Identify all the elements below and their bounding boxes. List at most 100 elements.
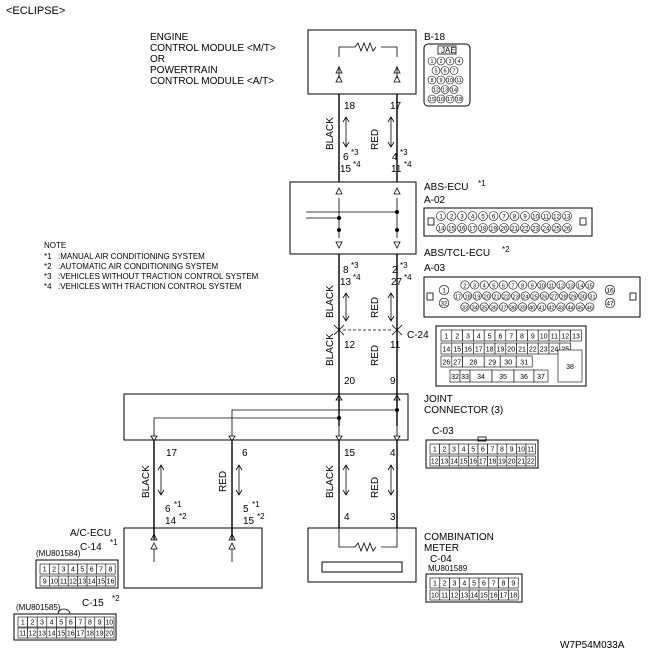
joint-pin-4: 4 (390, 448, 396, 459)
c04-r2-pin-10: 10 (431, 593, 439, 600)
c15-r1-pin-8: 8 (88, 620, 92, 627)
joint-node-1 (337, 416, 341, 420)
c14-label: C-14 (80, 542, 102, 553)
a03-r2-pin-circle-17 (453, 291, 463, 301)
ac-ecu-box (123, 527, 263, 589)
c15-r2-pin-17: 17 (77, 631, 85, 638)
a02-r2-pin-circle-15 (446, 223, 457, 233)
a03-r2-pin-circle-26 (539, 291, 549, 301)
c14-r1-pin-2: 2 (52, 567, 56, 574)
c24-r1-pin-2: 2 (455, 333, 459, 340)
c24-r2-pin-20: 20 (507, 346, 515, 353)
ecm-label-2: CONTROL MODULE <M/T> (150, 43, 276, 54)
c15-r1-pin-5: 5 (59, 620, 63, 627)
a02-label: A-02 (424, 195, 446, 206)
c03-label: C-03 (432, 426, 454, 437)
a03-r3-pin-circle-41 (537, 302, 547, 312)
c24-r4-pin-35: 35 (499, 374, 507, 381)
b18-r3-pin-circle-14 (449, 85, 459, 94)
c24-housing (435, 325, 587, 387)
ac-ecu-label: A/C-ECU (70, 528, 111, 539)
a03-r2-pin-28: 28 (560, 294, 566, 300)
wire-color-red-3: RED (370, 345, 381, 366)
c24-r2-pin-23: 23 (540, 346, 548, 353)
note-item-4-mark: *4 (44, 282, 52, 291)
a03-r1-pin-circle-7 (508, 280, 518, 290)
meter-label-1: COMBINATION (424, 532, 494, 543)
a02-r2-pin-24: 24 (543, 226, 550, 232)
abs-internal-lines (306, 198, 398, 238)
c24-pin-11: 11 (390, 340, 401, 351)
a02-r2-pin-21: 21 (511, 226, 518, 232)
a03-left-b-pin-32: 32 (440, 301, 448, 308)
b18-r4-pin-circle-16 (436, 94, 446, 104)
c03-r2-pin-22: 22 (527, 459, 535, 466)
a02-housing (423, 207, 593, 237)
a03-r1-pin-circle-8 (518, 280, 528, 290)
c04-r1-pin-3: 3 (453, 581, 457, 588)
a02-key-right (579, 217, 587, 226)
abs-tcl-ecu-label: ABS/TCL-ECU (424, 248, 490, 259)
c03-r2-pin-15: 15 (460, 459, 468, 466)
b18-r1-pin-circle-7 (449, 66, 459, 75)
c03-r1-pin-4: 4 (462, 447, 466, 454)
c04-r1-pin-2: 2 (443, 581, 447, 588)
a02-r1-pin-7: 7 (502, 214, 506, 220)
c04-r2-pin-14: 14 (470, 593, 478, 600)
c03-r2-cell-22 (525, 455, 536, 467)
joint-leads (153, 426, 398, 436)
a03-r3-pin-circle-38 (508, 302, 518, 312)
b18-r3-pin-circle-13 (440, 85, 450, 94)
ac-ecu-terminals (150, 533, 236, 562)
a03-r2-pin-17: 17 (455, 294, 461, 300)
meter-label-2: METER (424, 543, 459, 554)
c03-r1-pin-6: 6 (481, 447, 485, 454)
a02-r2-pin-circle-25 (551, 223, 562, 233)
c03-r1-pin-7: 7 (490, 447, 494, 454)
ac-pin-15: 15 (243, 516, 255, 527)
abs-pin-4: 4 (392, 152, 398, 163)
c14-mark: *1 (110, 538, 118, 547)
abs-pin-13-mark: *4 (353, 273, 361, 282)
a03-r2-pin-30: 30 (580, 294, 586, 300)
a03-r1-pin-circle-5 (489, 280, 499, 290)
b18-r3-pin-circle-12 (431, 85, 441, 94)
c15-r2-cell-20 (104, 627, 115, 639)
c24-r1-pin-5: 5 (488, 333, 492, 340)
c04-r1-pin-9: 9 (511, 581, 515, 588)
a03-r3-pin-circle-36 (489, 302, 499, 312)
c04-r1-pin-8: 8 (502, 581, 506, 588)
ecm-pin-17: 17 (390, 101, 402, 112)
b18-r3-pin-12: 12 (433, 88, 439, 94)
a03-key-right (629, 292, 637, 301)
a03-r1-pin-circle-3 (470, 280, 480, 290)
wire-color-red-4: RED (218, 471, 229, 492)
a03-r1-pin-circle-15 (585, 280, 595, 290)
abs-pin-2: 2 (392, 265, 398, 276)
c24-r1-pin-11: 11 (551, 333, 558, 340)
a02-r1-pin-circle-3 (457, 211, 467, 221)
c04-r2-pin-15: 15 (480, 593, 488, 600)
a03-r1-pin-circle-14 (575, 280, 585, 290)
a02-r2-pin-circle-16 (457, 223, 467, 233)
b18-r2-pin-circle-11 (454, 75, 464, 85)
wire-color-black-5: BLACK (325, 465, 336, 498)
wire-color-black-1: BLACK (325, 117, 336, 150)
c24-r1-pin-8: 8 (520, 333, 524, 340)
a02-r2-pin-14: 14 (438, 226, 445, 232)
a03-r2-pin-20: 20 (484, 294, 490, 300)
a02-r2-pin-22: 22 (522, 226, 529, 232)
b18-r0-pin-circle-4 (454, 56, 464, 66)
a02-r1-pin-circle-5 (478, 211, 488, 221)
c24-r2-pin-22: 22 (529, 346, 537, 353)
a03-r1-pin-3: 3 (473, 283, 476, 289)
c03-r1-pin-2: 2 (442, 447, 446, 454)
c14-r1-pin-7: 7 (99, 567, 103, 574)
a03-r2-pin-circle-31 (587, 291, 597, 301)
c15-r2-pin-12: 12 (29, 631, 37, 638)
wires-abs-joint (338, 254, 398, 426)
c24-r1-pin-12: 12 (561, 333, 569, 340)
